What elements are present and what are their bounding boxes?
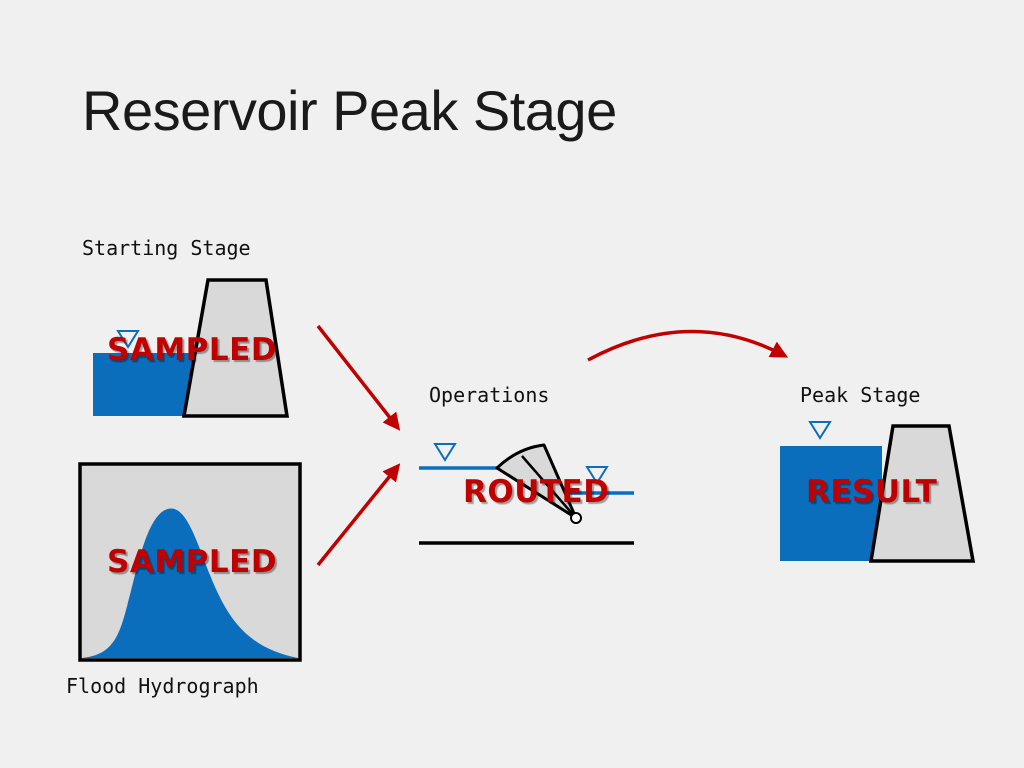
page-title: Reservoir Peak Stage xyxy=(82,79,617,142)
operations-graphic xyxy=(419,443,634,545)
water-level-triangle-icon xyxy=(585,466,609,485)
starting-reservoir-water xyxy=(93,353,193,416)
water-level-triangle-icon xyxy=(433,443,457,462)
flood-hydrograph-graphic xyxy=(78,462,302,662)
peak-stage-stamp: RESULT xyxy=(806,474,938,510)
arrow-icon xyxy=(316,463,401,567)
peak-dam xyxy=(868,424,976,563)
starting-stage-stamp: SAMPLED xyxy=(107,332,278,368)
arrow-icon xyxy=(316,324,401,431)
starting-dam xyxy=(181,278,290,418)
arrow-icon xyxy=(587,329,789,362)
starting-stage-graphic xyxy=(93,278,290,418)
peak-stage-graphic xyxy=(780,421,976,563)
starting-stage-label: Starting Stage xyxy=(82,236,251,260)
water-level-triangle-icon xyxy=(116,330,140,349)
operations-label: Operations xyxy=(429,383,550,407)
flood-hydrograph-stamp: SAMPLED xyxy=(107,544,278,580)
hydrograph-curve xyxy=(82,508,298,658)
flood-hydrograph-label: Flood Hydrograph xyxy=(66,674,259,698)
tainter-gate-icon xyxy=(495,443,582,524)
operations-stamp: ROUTED xyxy=(463,474,610,510)
peak-stage-label: Peak Stage xyxy=(800,383,921,407)
water-level-triangle-icon xyxy=(808,421,832,440)
peak-reservoir-water xyxy=(780,446,882,561)
